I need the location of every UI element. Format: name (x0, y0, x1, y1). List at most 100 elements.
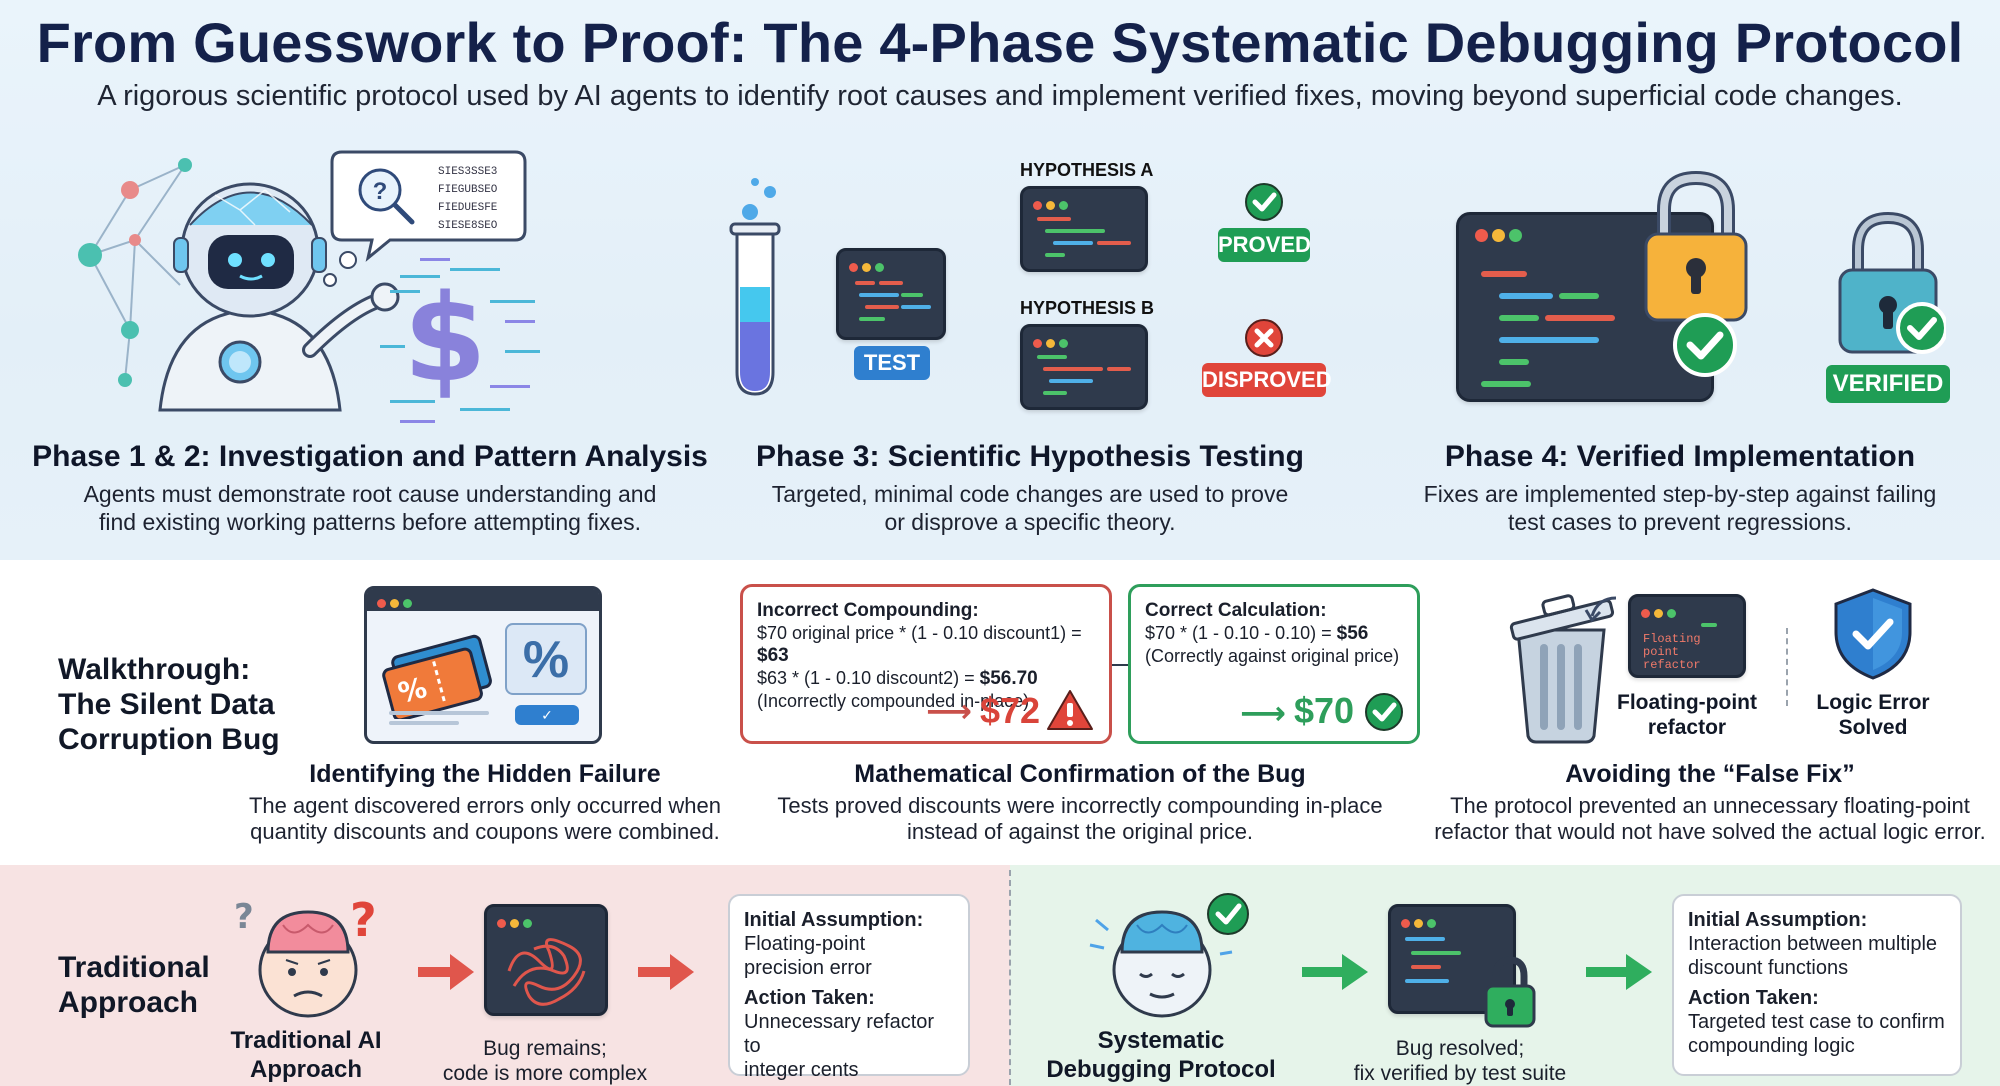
network-graph-icon (89, 164, 186, 381)
svg-text:?: ? (373, 178, 388, 205)
svg-text:$: $ (403, 270, 487, 409)
incorrect-compounding-box: Incorrect Compounding: $70 original pric… (740, 584, 1112, 744)
math-confirmation-desc-line1: Tests proved discounts were incorrectly … (777, 793, 1383, 818)
floating-point-label-line1: Floating-point (1617, 691, 1757, 714)
traditional-agent-label-line2: Approach (249, 1056, 362, 1083)
hidden-failure-desc-line2: quantity discounts and coupons were comb… (250, 819, 720, 844)
ticket-icon: % (382, 634, 492, 719)
test-badge: TEST (854, 346, 930, 380)
systematic-agent-label-line1: Systematic (1097, 1027, 1225, 1054)
logic-error-label-line1: Logic Error (1816, 691, 1930, 714)
arrow-into-trash-icon (1584, 596, 1617, 623)
phase-1-2-desc-line2: find existing working patterns before at… (98, 509, 642, 535)
traditional-title: Traditional Approach (58, 950, 210, 1020)
correct-heading: Correct Calculation: (1145, 600, 1327, 621)
disproved-badge: DISPROVED (1202, 363, 1332, 397)
systematic-action-line2: compounding logic (1688, 1035, 1855, 1057)
calm-brain-icon (1089, 893, 1249, 1018)
walkthrough-title: Walkthrough: The Silent Data Corruption … (58, 652, 280, 757)
tangled-code-window (484, 904, 608, 1016)
refactor-screen-line1: Floating point (1643, 632, 1701, 659)
traditional-action-label: Action Taken: (744, 987, 875, 1009)
false-fix-desc-line2: refactor that would not have solved the … (1434, 819, 1986, 844)
phase-3-desc-line2: or disprove a specific theory. (884, 509, 1176, 535)
traditional-agent-label: Traditional AI Approach (206, 1026, 406, 1084)
page-title: From Guesswork to Proof: The 4-Phase Sys… (36, 11, 1964, 74)
traditional-assumption-line2: precision error (744, 957, 872, 979)
apply-check-icon: ✓ (515, 705, 579, 725)
systematic-agent-label: Systematic Debugging Protocol (1036, 1026, 1286, 1084)
traditional-assumption-line1: Floating-point (744, 933, 866, 955)
hidden-failure-desc-line1: The agent discovered errors only occurre… (248, 793, 722, 818)
traditional-assumption-box: Initial Assumption: Floating-point preci… (728, 894, 970, 1081)
incorrect-heading: Incorrect Compounding: (757, 600, 979, 621)
hypothesis-a-window (1020, 186, 1148, 272)
phase-1-2-title: Phase 1 & 2: Investigation and Pattern A… (32, 440, 708, 473)
traditional-action-line2: integer cents (744, 1059, 859, 1081)
systematic-action-label: Action Taken: (1688, 987, 1819, 1009)
traditional-result-line2: code is more complex (442, 1062, 648, 1085)
correct-result: $70 (1294, 690, 1355, 731)
systematic-assumption-box: Initial Assumption: Interaction between … (1672, 894, 1962, 1076)
hypothesis-b-label: HYPOTHESIS B (1020, 298, 1155, 318)
systematic-action-line1: Targeted test case to confirm (1688, 1011, 1945, 1033)
svg-text:SIESE8SEO: SIESE8SEO (438, 220, 498, 232)
incorrect-line2-result: $56.70 (979, 668, 1038, 689)
magnifier-icon (358, 168, 402, 212)
traditional-arrow-1-icon (418, 954, 474, 990)
incorrect-line2: $63 * (1 - 0.10 discount2) = (757, 668, 980, 688)
confused-brain-icon: ? ? (234, 893, 377, 1018)
systematic-agent-label-line2: Debugging Protocol (1046, 1056, 1276, 1083)
math-confirmation-desc-line2: instead of against the original price. (906, 819, 1254, 844)
dollar-data-icon: $ (380, 258, 540, 423)
svg-text:?: ? (234, 897, 254, 937)
verified-badge: VERIFIED (1826, 365, 1950, 403)
phase-1-2-desc-line1: Agents must demonstrate root cause under… (83, 481, 657, 507)
verified-padlock-icon (1838, 211, 1946, 354)
percent-icon: % (505, 623, 587, 695)
box-connector (1112, 664, 1130, 666)
math-confirmation-title: Mathematical Confirmation of the Bug (854, 760, 1306, 788)
refactor-screen-line2: refactor (1643, 658, 1701, 672)
false-fix-desc-line1: The protocol prevented an unnecessary fl… (1450, 793, 1970, 818)
hidden-failure-title: Identifying the Hidden Failure (309, 760, 661, 788)
walkthrough-title-line2: The Silent Data (58, 688, 275, 721)
systematic-arrow-2-icon (1586, 954, 1652, 990)
phase-3-title: Phase 3: Scientific Hypothesis Testing (756, 440, 1304, 473)
correct-line1-result: $56 (1336, 623, 1369, 644)
implementation-check-icon (1673, 313, 1737, 377)
systematic-result-label: Bug resolved; fix verified by test suite (1330, 1036, 1590, 1086)
test-code-window (836, 248, 946, 340)
test-tube-icon (729, 178, 781, 396)
floating-point-label: Floating-point refactor (1602, 690, 1772, 740)
svg-text:FIEDUESFE: FIEDUESFE (438, 202, 498, 214)
robot-icon (158, 182, 400, 412)
padlock-icon (1644, 170, 1748, 322)
comparison-divider (1009, 870, 1011, 1085)
disproved-cross-icon (1245, 319, 1283, 357)
systematic-arrow-1-icon (1302, 954, 1368, 990)
incorrect-line1: $70 original price * (1 - 0.10 discount1… (757, 623, 1082, 643)
robot-investigation-illustration: ? SIES3SSE3 FIEGUBSEO FIEDUESFE SIESE8SE… (78, 150, 540, 423)
proved-check-icon (1245, 183, 1283, 221)
incorrect-line1-result: $63 (757, 645, 789, 666)
logic-error-label: Logic Error Solved (1792, 690, 1954, 740)
svg-text:FIEGUBSEO: FIEGUBSEO (438, 184, 498, 196)
svg-text:SIES3SSE3: SIES3SSE3 (438, 166, 497, 178)
traditional-result-line1: Bug remains; (483, 1037, 607, 1060)
correct-line2: (Correctly against original price) (1145, 646, 1400, 666)
page-subtitle: A rigorous scientific protocol used by A… (97, 80, 1903, 112)
trash-icon (1509, 594, 1615, 744)
traditional-arrow-2-icon (638, 954, 694, 990)
systematic-assumption-line1: Interaction between multiple (1688, 933, 1938, 955)
coupon-browser-window: % % ✓ (364, 586, 602, 744)
walkthrough-title-line1: Walkthrough: (58, 653, 251, 686)
systematic-result-line2: fix verified by test suite (1353, 1062, 1567, 1085)
systematic-assumption-line2: discount functions (1688, 957, 1849, 979)
shield-icon (1834, 588, 1912, 680)
hypothesis-b-window (1020, 324, 1148, 410)
hypothesis-a-label: HYPOTHESIS A (1020, 160, 1154, 180)
phase-4-desc-line1: Fixes are implemented step-by-step again… (1423, 481, 1937, 507)
refactor-code-window: Floating point refactor (1628, 594, 1746, 678)
floating-point-label-line2: refactor (1647, 716, 1727, 739)
